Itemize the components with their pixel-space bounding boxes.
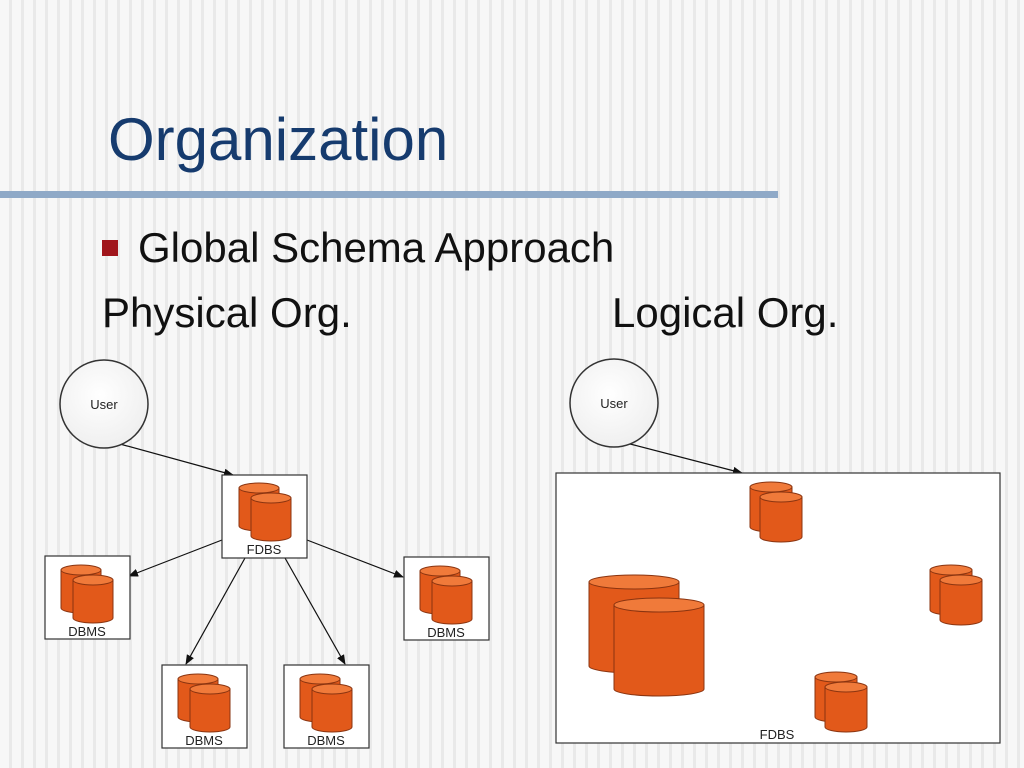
dbms-label: DBMS (68, 624, 106, 639)
user-node: User (59, 359, 149, 449)
database-icon (613, 597, 705, 697)
arrow-fdbs-to-dbms (128, 539, 223, 577)
dbms-node: DBMS (283, 664, 370, 749)
fdbs-label: FDBS (247, 542, 282, 557)
logical-diagram: User FDBS (555, 358, 1001, 744)
dbms-node: DBMS (161, 664, 248, 749)
bullet-item: Global Schema Approach (102, 224, 614, 272)
arrow-fdbs-to-dbms (284, 557, 346, 665)
dbms-label: DBMS (185, 733, 223, 748)
database-icon (72, 574, 114, 624)
database-icon (824, 681, 868, 733)
physical-diagram: User FDBS DBMS DBMS DBMS (44, 359, 490, 749)
physical-org-heading: Physical Org. (102, 289, 352, 336)
fdbs-label: FDBS (760, 727, 795, 742)
user-node: User (569, 358, 659, 448)
fdbs-node: FDBS (555, 472, 1001, 744)
arrow-user-to-fdbs (629, 443, 743, 475)
slide-title: Organization (108, 106, 449, 173)
dbms-node: DBMS (403, 556, 490, 641)
database-icon (759, 491, 803, 543)
dbms-node: DBMS (44, 555, 131, 640)
database-icon (311, 683, 353, 733)
user-label: User (90, 397, 118, 412)
logical-org-heading: Logical Org. (612, 289, 839, 336)
dbms-label: DBMS (307, 733, 345, 748)
bullet-marker-icon (102, 240, 118, 257)
arrow-fdbs-to-dbms (306, 539, 404, 578)
fdbs-node: FDBS (221, 474, 308, 559)
dbms-label: DBMS (427, 625, 465, 640)
title-underline (0, 191, 778, 198)
bullet-text: Global Schema Approach (138, 224, 615, 271)
database-icon (939, 574, 983, 626)
user-label: User (600, 396, 628, 411)
database-icon (431, 575, 473, 625)
arrow-fdbs-to-dbms (185, 557, 246, 665)
database-icon (250, 492, 292, 542)
database-icon (189, 683, 231, 733)
arrow-user-to-fdbs (119, 443, 234, 477)
